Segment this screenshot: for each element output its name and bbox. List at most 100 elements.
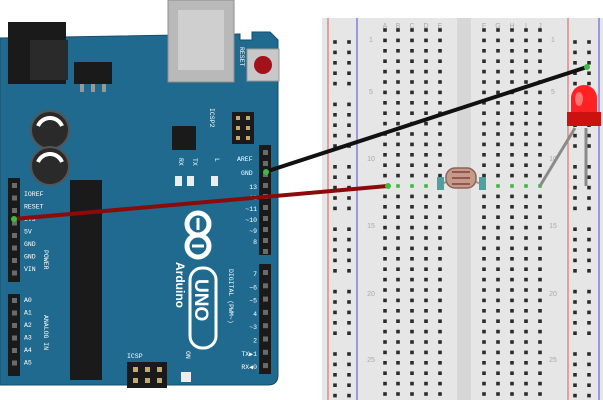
- rail-hole: [333, 227, 337, 231]
- digital-pin-label: 2: [253, 338, 257, 345]
- breadboard-hole: [496, 132, 500, 136]
- breadboard-hole: [383, 163, 387, 167]
- digital-pin[interactable]: [263, 183, 268, 188]
- breadboard-hole: [410, 69, 414, 74]
- analog-pin[interactable]: [12, 348, 17, 353]
- breadboard-hole: [383, 28, 387, 32]
- column-letter: C: [409, 23, 414, 30]
- row-number: 20: [549, 291, 557, 298]
- capacitor: [30, 110, 70, 150]
- breadboard-hole: [482, 329, 486, 334]
- breadboard-hole: [383, 153, 387, 157]
- rail-hole: [347, 165, 351, 169]
- breadboard-hole: [510, 80, 514, 84]
- analog-pin[interactable]: [12, 310, 17, 316]
- breadboard-hole: [424, 350, 428, 355]
- breadboard-hole: [496, 90, 500, 95]
- breadboard-hole: [383, 69, 387, 74]
- rail-hole: [587, 248, 591, 252]
- breadboard-hole: [524, 111, 528, 115]
- analog-pin-label: A2: [24, 322, 32, 329]
- breadboard-hole: [482, 90, 486, 95]
- breadboard-hole: [496, 371, 500, 375]
- breadboard-hole: [424, 132, 428, 136]
- breadboard-hole: [496, 69, 500, 74]
- rail-hole: [333, 61, 337, 65]
- analog-pin-label: A4: [24, 347, 32, 354]
- digital-pin[interactable]: [263, 249, 268, 254]
- analog-pin[interactable]: [12, 323, 17, 328]
- digital-pin[interactable]: [263, 309, 268, 315]
- breadboard-hole: [438, 298, 442, 303]
- digital-pin[interactable]: [263, 323, 268, 329]
- breadboard-hole: [482, 298, 486, 303]
- breadboard-hole: [383, 90, 387, 95]
- connected-hole: [524, 184, 528, 188]
- digital-pin[interactable]: [263, 205, 268, 210]
- breadboard-hole: [383, 236, 387, 240]
- breadboard-hole: [510, 101, 514, 105]
- red-wire-end-breadboard: [385, 183, 391, 189]
- breadboard-hole: [482, 319, 486, 323]
- breadboard-hole: [424, 392, 428, 396]
- power-pin[interactable]: [12, 208, 17, 213]
- digital-pin[interactable]: [263, 161, 268, 166]
- power-pin[interactable]: [12, 270, 17, 276]
- digital-pin[interactable]: [263, 150, 268, 155]
- breadboard-hole: [538, 329, 542, 334]
- reset-button[interactable]: [246, 48, 280, 82]
- power-pin[interactable]: [12, 245, 17, 251]
- digital-pin[interactable]: [263, 270, 268, 275]
- digital-pin[interactable]: [263, 336, 268, 342]
- analog-pin[interactable]: [12, 360, 17, 366]
- breadboard-hole: [383, 350, 387, 355]
- rail-hole: [587, 227, 591, 231]
- breadboard-hole: [482, 340, 486, 344]
- rail-hole: [587, 185, 591, 190]
- breadboard-hole: [496, 329, 500, 334]
- breadboard-hole: [410, 132, 414, 136]
- rail-hole: [333, 71, 337, 75]
- breadboard-hole: [482, 153, 486, 157]
- breadboard-hole: [396, 132, 400, 136]
- breadboard-hole: [424, 59, 428, 63]
- digital-pin[interactable]: [263, 349, 268, 355]
- rail-hole: [347, 102, 351, 107]
- breadboard-hole: [524, 173, 528, 178]
- digital-pin[interactable]: [263, 216, 268, 221]
- analog-pin-label: A3: [24, 335, 32, 342]
- column-letter: A: [383, 23, 388, 30]
- breadboard-hole: [510, 257, 514, 261]
- rail-hole: [333, 113, 337, 117]
- power-pin[interactable]: [12, 220, 17, 226]
- breadboard-hole: [496, 298, 500, 303]
- breadboard-hole: [396, 236, 400, 240]
- breadboard-hole: [396, 38, 400, 43]
- power-pin[interactable]: [12, 258, 17, 263]
- digital-pin[interactable]: [263, 238, 268, 243]
- power-pin[interactable]: [12, 195, 17, 201]
- digital-pin[interactable]: [263, 296, 268, 302]
- digital-pin[interactable]: [263, 227, 268, 232]
- breadboard-hole: [424, 173, 428, 178]
- breadboard-hole: [424, 319, 428, 323]
- analog-pin[interactable]: [12, 335, 17, 341]
- breadboard-hole: [524, 361, 528, 365]
- breadboard-hole: [410, 205, 414, 209]
- rail-hole: [573, 165, 577, 169]
- rail-hole: [587, 352, 591, 356]
- breadboard-hole: [510, 205, 514, 209]
- digital-pin[interactable]: [263, 283, 268, 289]
- digital-pin[interactable]: [263, 363, 268, 369]
- breadboard-hole: [410, 381, 414, 386]
- rail-hole: [573, 383, 577, 387]
- rail-hole: [347, 237, 351, 242]
- breadboard-hole: [410, 215, 414, 219]
- power-pin[interactable]: [12, 183, 17, 188]
- breadboard-hole: [482, 80, 486, 84]
- rail-hole: [333, 81, 337, 86]
- breadboard-hole: [496, 215, 500, 219]
- analog-pin[interactable]: [12, 298, 17, 303]
- power-pin[interactable]: [12, 233, 17, 238]
